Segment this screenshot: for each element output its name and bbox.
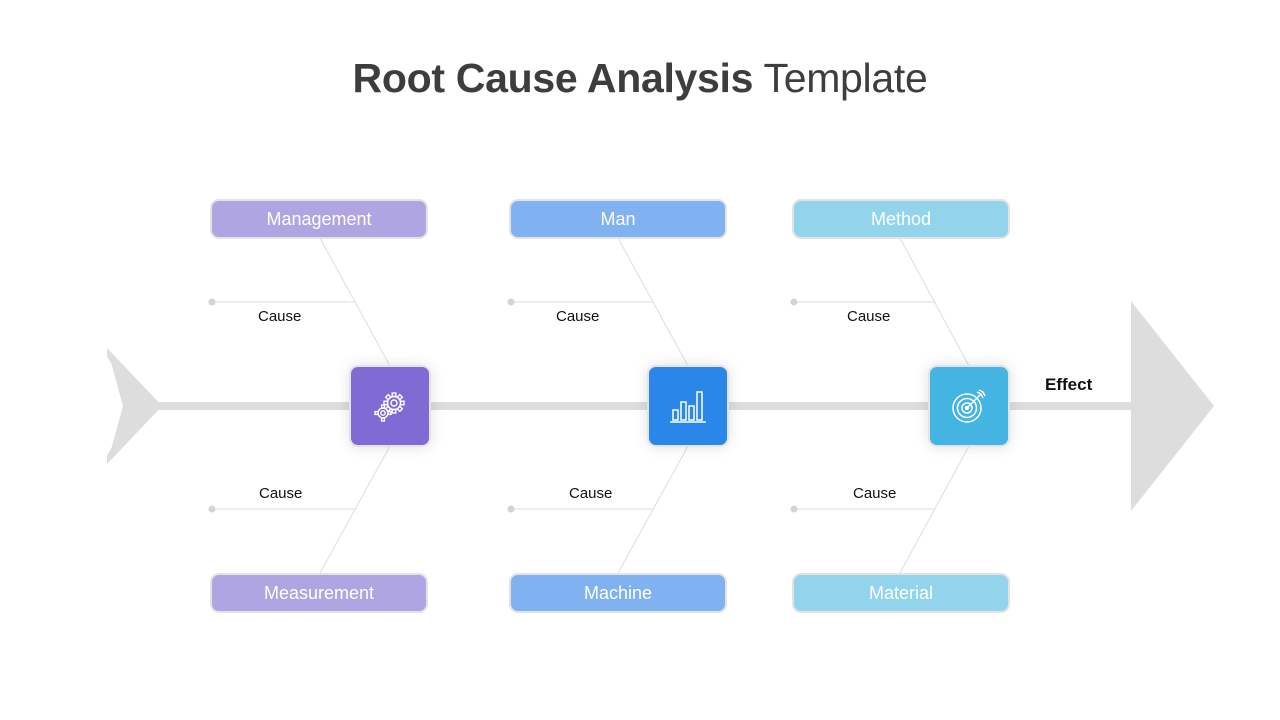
spine xyxy=(140,402,1140,410)
chart-icon-box xyxy=(647,365,729,447)
cause-label: Cause xyxy=(258,308,302,325)
cause-dot xyxy=(507,505,515,513)
cause-dot xyxy=(208,505,216,513)
cause-dot xyxy=(790,298,798,306)
target-icon-box xyxy=(928,365,1010,447)
target-icon xyxy=(952,389,986,423)
cause-label: Cause xyxy=(853,485,897,502)
category-man: Man xyxy=(509,199,727,239)
cause-dots xyxy=(208,298,798,513)
cause-dot xyxy=(208,298,216,306)
cause-dot xyxy=(790,505,798,513)
effect-label: Effect xyxy=(1045,375,1093,394)
fish-tail-fill xyxy=(107,348,162,464)
gear-icon-box xyxy=(349,365,431,447)
category-measurement: Measurement xyxy=(210,573,428,613)
fish-head xyxy=(1131,301,1214,511)
category-machine: Machine xyxy=(509,573,727,613)
category-method: Method xyxy=(792,199,1010,239)
title-bold: Root Cause Analysis xyxy=(352,55,754,101)
category-material: Material xyxy=(792,573,1010,613)
page-title: Root Cause Analysis Template xyxy=(0,55,1280,102)
cause-label: Cause xyxy=(259,485,303,502)
cause-label: Cause xyxy=(556,308,600,325)
bar-chart-icon xyxy=(670,391,706,423)
cause-label: Cause xyxy=(569,485,613,502)
category-management: Management xyxy=(210,199,428,239)
gear-icon xyxy=(374,392,405,422)
bones xyxy=(212,237,970,574)
title-light: Template xyxy=(763,55,928,101)
cause-dot xyxy=(507,298,515,306)
cause-label: Cause xyxy=(847,308,891,325)
